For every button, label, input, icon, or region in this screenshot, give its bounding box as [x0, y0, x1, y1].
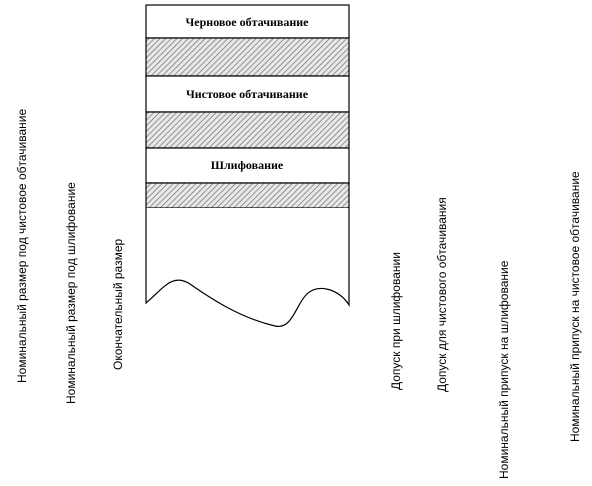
part-body-break-outline [145, 208, 350, 327]
final-size-label: Окончательный размер [111, 239, 125, 371]
finish-turning-tolerance-label: Допуск для чистового обтачивания [435, 197, 449, 392]
grinding-label: Шлифование [211, 158, 284, 172]
tolerance-hatch-band-1 [145, 37, 350, 77]
nominal-allowance-finish-turning-label: Номинальный припуск на чистовое обтачива… [568, 171, 582, 442]
nominal-size-grinding-label: Номинальный размер под шлифование [64, 182, 78, 404]
finish-turning-band [145, 75, 350, 113]
grinding-band [145, 147, 350, 184]
tolerance-hatch-band-2 [145, 111, 350, 149]
nominal-size-finish-turning-label: Номинальный размер под чистовое обтачива… [15, 109, 29, 383]
grinding-tolerance-label: Допуск при шлифовании [389, 252, 403, 390]
rough-turning-band [145, 4, 350, 39]
nominal-allowance-grinding-label: Номинальный припуск на шлифование [497, 260, 511, 479]
rough-turning-label: Черновое обтачивание [185, 15, 309, 29]
finish-turning-label: Чистовое обтачивание [186, 87, 309, 101]
tolerance-hatch-band-3 [145, 182, 350, 209]
